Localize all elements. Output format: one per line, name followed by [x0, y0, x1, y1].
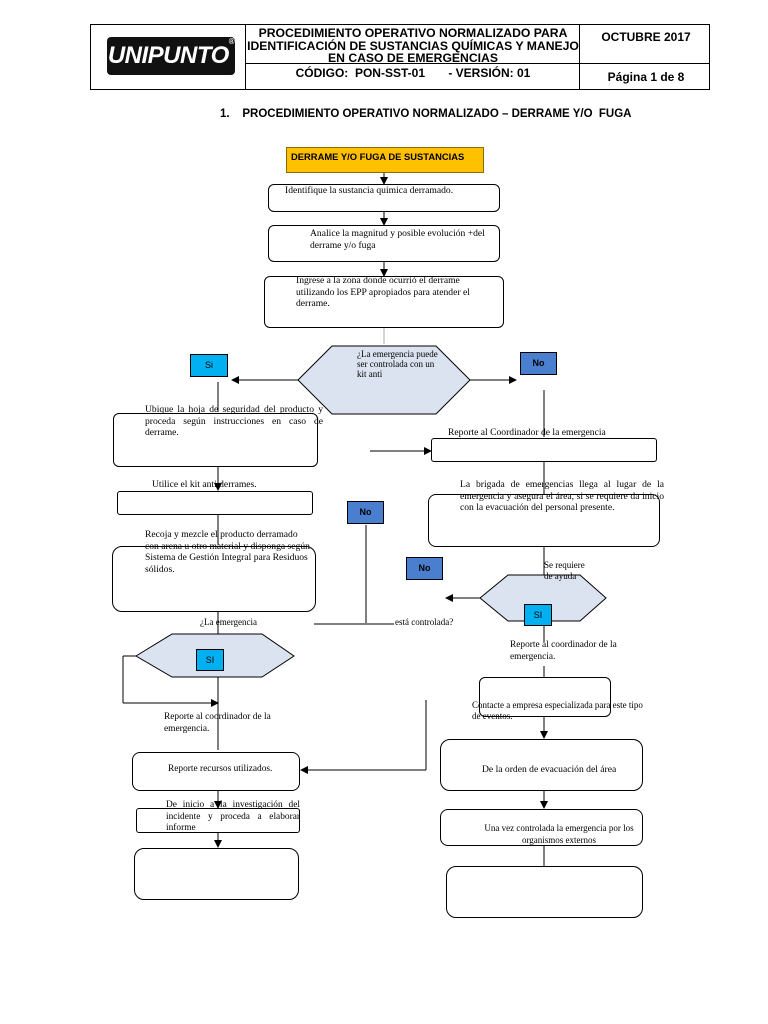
decision1-text: ¿La emergencia puede ser controlada con … [357, 349, 438, 379]
section-title: 1. PROCEDIMIENTO OPERATIVO NORMALIZADO –… [220, 108, 632, 120]
analyze-box [268, 225, 500, 262]
investigate-text: De inicio a la investigación del inciden… [166, 800, 300, 833]
report-coordinator-text-3: Reporte al coordinador de la emergencia. [164, 712, 271, 734]
no-label: No [406, 557, 443, 580]
report-coordinator-text: Reporte al Coordinador de la emergencia [448, 427, 606, 438]
evacuation-text: De la orden de evacuación del área [482, 764, 617, 775]
header-divider [579, 25, 580, 89]
locate-sheet-text: Ubique la hoja de seguridad del producto… [145, 404, 323, 438]
page-number: Página 1 de 8 [607, 70, 685, 84]
report-resources-box [132, 752, 300, 791]
empty-end-box [134, 848, 299, 900]
enter-zone-box [264, 276, 504, 328]
controlled-box [440, 809, 643, 846]
document-header: UNIPUNTO® PROCEDIMIENTO OPERATIVO NORMAL… [90, 24, 710, 90]
header-divider [245, 63, 709, 64]
use-kit-text: Utilice el kit anti derrames. [152, 479, 257, 490]
locate-sheet-box [113, 413, 318, 467]
header-divider [245, 25, 246, 89]
brigade-text: La brigada de emergencias llega al lugar… [460, 479, 664, 513]
report-coordinator-box [431, 438, 657, 462]
collect-text: Recoja y mezcle el producto derramado co… [145, 529, 310, 575]
brigade-box [428, 494, 660, 547]
use-kit-box [117, 491, 313, 515]
report-coordinator-text-2: Reporte al coordinador de la emergencia. [510, 640, 617, 662]
controlled-text: Una vez controlada la emergencia por los… [484, 823, 634, 845]
contact-text: Contacte a empresa especializada para es… [472, 700, 643, 721]
report-resources-text: Reporte recursos utilizados. [168, 764, 273, 774]
yes-label: SI [196, 649, 224, 671]
investigate-box [136, 808, 300, 833]
decision-kit-anti [297, 345, 471, 415]
yes-label: SI [524, 604, 552, 626]
decision2-text-b: está controlada? [395, 617, 454, 627]
decision-need-help [479, 574, 607, 622]
document-date: OCTUBRE 2017 [601, 30, 691, 44]
enter-zone-text: Ingrese a la zona donde ocurrió el derra… [296, 275, 470, 309]
decision2-text-a: ¿La emergencia [200, 617, 258, 627]
analyze-text: Analice la magnitud y posible evolución … [310, 228, 485, 251]
contact-box [479, 677, 611, 717]
no-label: No [347, 501, 384, 524]
evacuation-box [440, 739, 643, 791]
identify-box [268, 184, 500, 212]
identify-text: Identifique la sustancia química derrama… [285, 185, 454, 196]
document-title: PROCEDIMIENTO OPERATIVO NORMALIZADO PARA… [247, 26, 579, 65]
no-label: No [520, 352, 557, 375]
document-code: CÓDIGO: PON-SST-01 - VERSIÓN: 01 [295, 66, 531, 80]
company-logo: UNIPUNTO® [107, 37, 235, 75]
empty-end-box [446, 866, 643, 918]
start-box: DERRAME Y/O FUGA DE SUSTANCIAS [286, 147, 484, 173]
need-help-text: Se requiere de ayuda [544, 560, 585, 581]
yes-label: Si [190, 354, 228, 377]
collect-box [112, 546, 316, 612]
